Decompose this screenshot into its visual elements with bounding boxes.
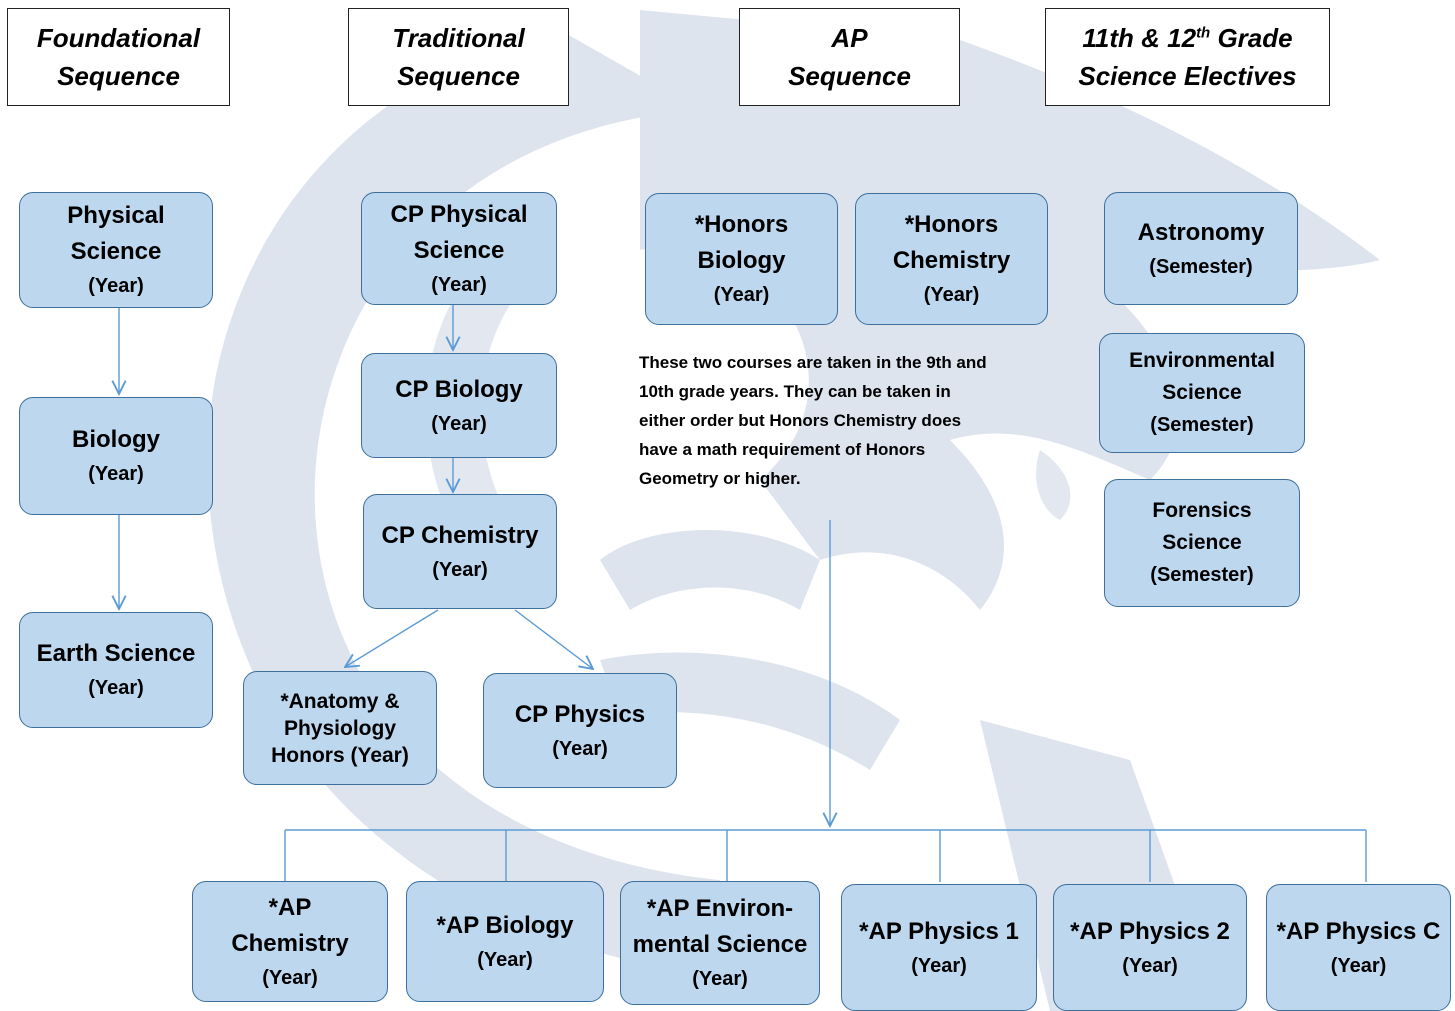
course-cp-biology: CP Biology(Year) <box>361 353 557 458</box>
course-ap-physics-1: *AP Physics 1(Year) <box>841 884 1037 1011</box>
course-ap-physics-c: *AP Physics C(Year) <box>1266 884 1451 1011</box>
arrow-cpchem-to-cpphysics <box>514 609 593 669</box>
course-cp-chemistry: CP Chemistry(Year) <box>363 494 557 609</box>
course-biology: Biology(Year) <box>19 397 213 515</box>
course-ap-biology: *AP Biology(Year) <box>406 881 604 1002</box>
course-cp-physics: CP Physics(Year) <box>483 673 677 788</box>
ap-sequence-note: These two courses are taken in the 9th a… <box>639 353 987 488</box>
arrow-cpchem-to-anatomy <box>345 609 439 667</box>
course-ap-physics-2: *AP Physics 2(Year) <box>1053 884 1247 1011</box>
course-earth-science: Earth Science(Year) <box>19 612 213 728</box>
course-astronomy: Astronomy(Semester) <box>1104 192 1298 305</box>
course-ap-environmental-science: *AP Environ-mental Science(Year) <box>620 881 820 1005</box>
